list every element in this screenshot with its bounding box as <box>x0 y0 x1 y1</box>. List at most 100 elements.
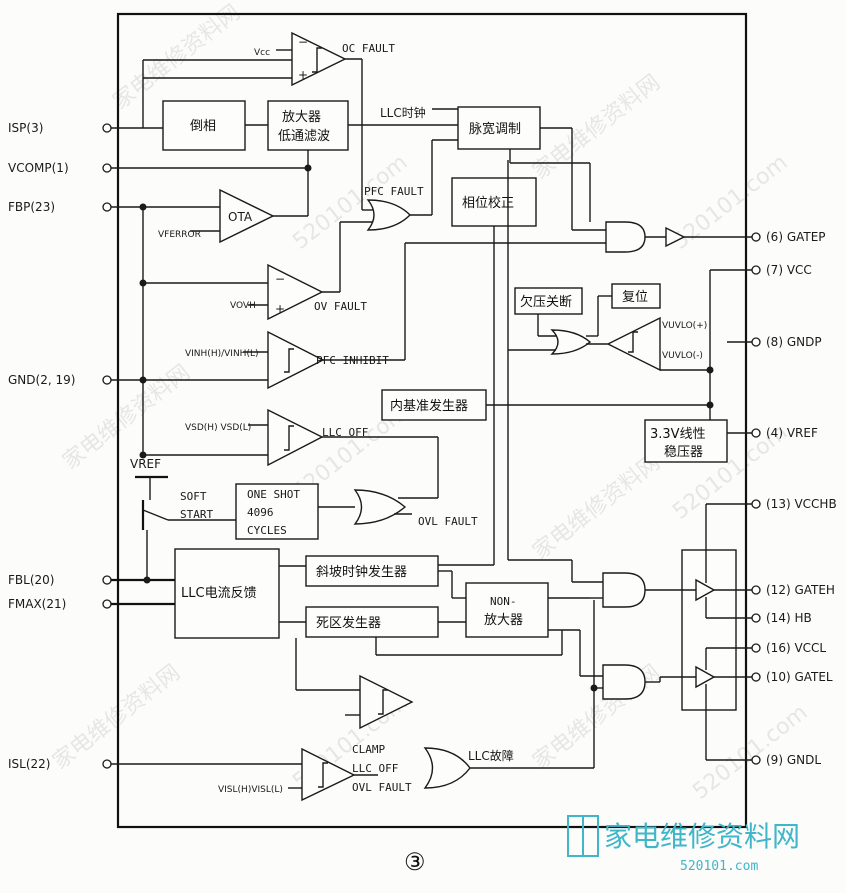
brand-url: 520101.com <box>680 859 758 874</box>
chip-outline <box>116 12 748 829</box>
brand-name: 家电维修资料网 <box>604 820 800 853</box>
pin-label-fbp: FBP(23) <box>8 200 55 214</box>
pin-label-gnd: GND(2, 19) <box>8 373 75 387</box>
hysteresis-icon <box>284 425 294 451</box>
invert-block <box>162 100 246 151</box>
vcc-ref-label: Vcc <box>254 48 270 58</box>
vinh-label: VINH(H)/VINH(L) <box>185 349 258 359</box>
llc-clock-label: LLC时钟 <box>380 105 426 120</box>
pin-label-gndl: (9) GNDL <box>766 753 821 767</box>
hysteresis-icon <box>318 762 328 788</box>
pin-vcomp <box>102 163 112 173</box>
oc-comparator-plus: + <box>298 68 308 82</box>
watermark-text: 家电维修资料网 <box>108 0 245 115</box>
llc-feedback-block <box>174 548 280 639</box>
hysteresis-icon <box>312 47 322 73</box>
right-pins: (6) GATEP (7) VCC (8) GNDP (4) VREF (13)… <box>751 230 837 767</box>
figure-label: ③ <box>404 848 426 876</box>
isl-comparator <box>301 747 356 802</box>
reset-block <box>611 283 661 309</box>
gatel-and-gate <box>602 664 646 700</box>
vsd-label: VSD(H) VSD(L) <box>185 423 251 433</box>
pin-label-hb: (14) HB <box>766 611 812 625</box>
vuvlo-high-label: VUVLO(+) <box>662 321 707 331</box>
filter-label: 低通滤波 <box>278 129 330 144</box>
reset-label: 复位 <box>622 290 648 305</box>
pin-label-gndp: (8) GNDP <box>766 335 822 349</box>
pin-vccl <box>751 643 761 653</box>
one-shot-label-1: ONE SHOT <box>247 488 300 501</box>
pin-isl <box>102 759 112 769</box>
pwm-label: 脉宽调制 <box>469 121 521 137</box>
internal-reference-label: 内基准发生器 <box>390 398 468 414</box>
brand-logo: 家电维修资料网 520101.com <box>567 815 800 874</box>
vuvlo-low-label: VUVLO(-) <box>662 351 703 361</box>
non-amplifier-block <box>465 582 549 638</box>
pin-label-vcc: (7) VCC <box>766 263 812 277</box>
phase-correction-label: 相位校正 <box>462 195 514 211</box>
one-shot-block <box>235 483 319 540</box>
pin-vref <box>751 428 761 438</box>
soft-start-label-2: START <box>180 508 213 521</box>
vref-label: VREF <box>130 457 161 471</box>
clamp-label: CLAMP <box>352 743 385 756</box>
llc-feedback-label: LLC电流反馈 <box>181 586 257 601</box>
invert-label: 倒相 <box>190 119 216 134</box>
pin-isp <box>102 123 112 133</box>
pin-gatep <box>751 232 761 242</box>
llc-off-label-2: LLC OFF <box>352 762 398 775</box>
gate-driver-box <box>681 549 737 711</box>
pin-label-vref: (4) VREF <box>766 426 818 440</box>
hysteresis-icon <box>284 348 294 373</box>
pin-label-vccl: (16) VCCL <box>766 641 826 655</box>
uvlo-comparator <box>606 316 661 372</box>
pin-gndp <box>751 337 761 347</box>
llc-off-comparator <box>267 408 324 467</box>
llc-fault-label: LLC故障 <box>468 748 514 763</box>
one-shot-label-2: 4096 <box>247 506 274 519</box>
ota-label: OTA <box>228 210 253 224</box>
regulator-label-1: 3.3V线性 <box>650 427 706 442</box>
vf-error-label: VFERROR <box>158 230 201 240</box>
oc-comparator-minus: − <box>298 35 308 49</box>
pin-label-fmax: FMAX(21) <box>8 597 66 611</box>
regulator-label-2: 稳压器 <box>664 444 703 460</box>
ovl-fault-label-2: OVL FAULT <box>352 781 412 794</box>
non-amplifier-label-1: NON- <box>490 595 517 608</box>
gatep-and-gate <box>605 221 646 253</box>
ovl-fault-label: OVL FAULT <box>418 515 478 528</box>
watermark-text: 家电维修资料网 <box>528 450 665 565</box>
pfc-fault-or-gate <box>366 199 411 231</box>
gateh-and-gate <box>602 572 646 608</box>
pin-vcchb <box>751 499 761 509</box>
watermark-text: 家电维修资料网 <box>58 360 195 475</box>
pin-label-vcchb: (13) VCCHB <box>766 497 837 511</box>
non-amplifier-label-2: 放大器 <box>484 613 523 628</box>
watermark-text: 家电维修资料网 <box>48 660 185 775</box>
uvlo-label: 欠压关断 <box>520 294 572 310</box>
pfc-inhibit-comparator <box>267 330 325 390</box>
pin-fmax <box>102 599 112 609</box>
soft-start-label-1: SOFT <box>180 490 207 503</box>
pin-label-isp: ISP(3) <box>8 121 43 135</box>
llc-off-label: LLC OFF <box>322 426 368 439</box>
ov-fault-label: OV FAULT <box>314 300 367 313</box>
oc-fault-label: OC FAULT <box>342 42 395 55</box>
amplifier-filter-block <box>267 100 349 151</box>
pin-gateh <box>751 585 761 595</box>
left-pins: ISP(3) VCOMP(1) FBP(23) GND(2, 19) FBL(2… <box>8 121 112 771</box>
pin-label-gateh: (12) GATEH <box>766 583 835 597</box>
pin-label-gatel: (10) GATEL <box>766 670 833 684</box>
hysteresis-icon <box>628 331 638 353</box>
amplifier-label: 放大器 <box>282 110 321 125</box>
hysteresis-icon <box>378 689 388 715</box>
pin-label-vcomp: VCOMP(1) <box>8 161 69 175</box>
pin-label-fbl: FBL(20) <box>8 573 54 587</box>
ramp-clock-block <box>305 555 439 587</box>
pfc-fault-label: PFC FAULT <box>364 185 424 198</box>
pin-hb <box>751 613 761 623</box>
ovl-or-gate <box>353 489 407 525</box>
pin-gatel <box>751 672 761 682</box>
ov-minus: − <box>275 272 285 286</box>
